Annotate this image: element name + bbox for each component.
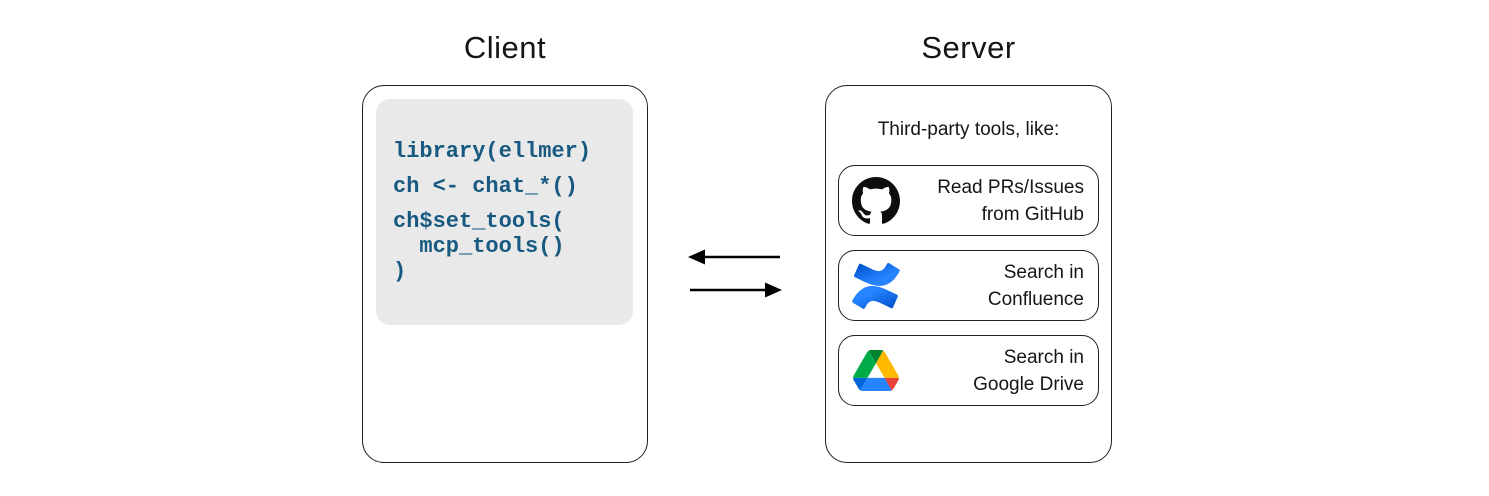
google-drive-icon xyxy=(851,346,901,396)
server-to-client-arrow xyxy=(688,249,780,265)
tool-card-google-drive: Search in Google Drive xyxy=(838,335,1099,406)
github-icon xyxy=(851,176,901,226)
tool-label-github: Read PRs/Issues from GitHub xyxy=(937,176,1084,225)
r-code-block: library(ellmer) ch <- chat_*() ch$set_to… xyxy=(376,99,633,325)
client-to-server-arrow xyxy=(690,282,782,298)
tools-heading: Third-party tools, like: xyxy=(877,119,1060,140)
server-box: Third-party tools, like: Read PRs/Issues… xyxy=(825,85,1112,463)
tool-card-github: Read PRs/Issues from GitHub xyxy=(838,165,1099,236)
confluence-icon xyxy=(851,261,901,311)
tool-card-confluence: Search in Confluence xyxy=(838,250,1099,321)
code-statement-set-tools: ch$set_tools( mcp_tools() ) xyxy=(393,209,565,284)
tool-label-google-drive: Search in Google Drive xyxy=(973,346,1084,395)
client-box: library(ellmer) ch <- chat_*() ch$set_to… xyxy=(362,85,648,463)
server-title: Server xyxy=(921,30,1016,65)
tool-label-confluence: Search in Confluence xyxy=(987,261,1084,310)
server-content: Third-party tools, like: Read PRs/Issues… xyxy=(826,86,1111,462)
code-statement-library: library(ellmer) xyxy=(393,139,592,164)
client-server-arrows xyxy=(688,249,782,298)
code-statement-chat: ch <- chat_*() xyxy=(393,174,578,199)
client-title: Client xyxy=(463,30,547,65)
